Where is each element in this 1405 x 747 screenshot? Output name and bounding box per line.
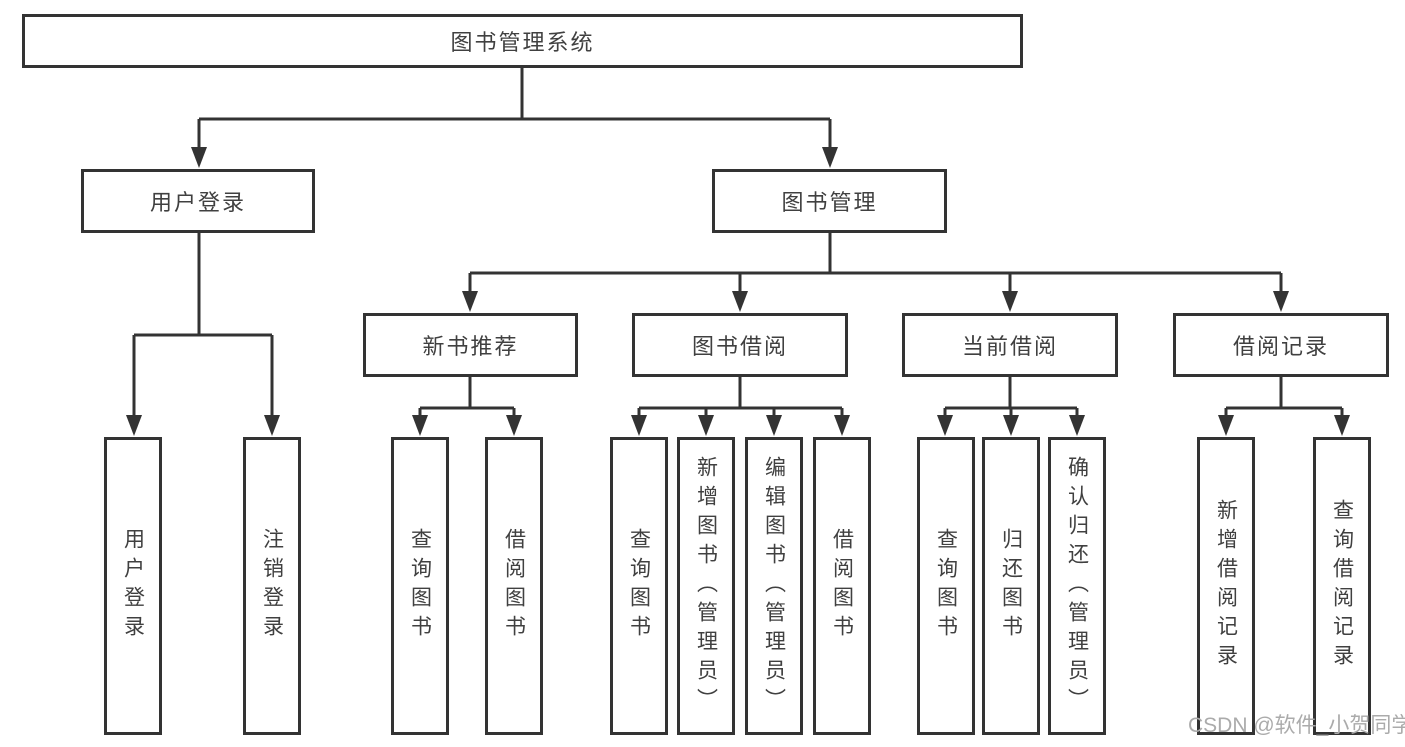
node-book-borrow: 图书借阅 (632, 313, 848, 377)
leaf-return-books: 归还图书 (982, 437, 1040, 735)
leaf-user-login: 用户登录 (104, 437, 162, 735)
leaf-edit-books-admin: 编辑图书（管理员） (745, 437, 803, 735)
leaf-borrow-books: 借阅图书 (813, 437, 871, 735)
leaf-logout: 注销登录 (243, 437, 301, 735)
node-new-book-recommend: 新书推荐 (363, 313, 578, 377)
leaf-add-borrow-record: 新增借阅记录 (1197, 437, 1255, 735)
leaf-query-borrow-record: 查询借阅记录 (1313, 437, 1371, 735)
leaf-query-books-recommend: 查询图书 (391, 437, 449, 735)
node-borrow-records: 借阅记录 (1173, 313, 1389, 377)
watermark-text: CSDN @软件_小贺同学 (1188, 714, 1405, 737)
leaf-borrow-books-recommend: 借阅图书 (485, 437, 543, 735)
node-library-system: 图书管理系统 (22, 14, 1023, 68)
leaf-confirm-return-admin: 确认归还（管理员） (1048, 437, 1106, 735)
node-book-management: 图书管理 (712, 169, 947, 233)
leaf-add-books-admin: 新增图书（管理员） (677, 437, 735, 735)
node-current-borrow: 当前借阅 (902, 313, 1118, 377)
leaf-query-books-borrow: 查询图书 (610, 437, 668, 735)
leaf-query-books-current: 查询图书 (917, 437, 975, 735)
node-user-login: 用户登录 (81, 169, 315, 233)
